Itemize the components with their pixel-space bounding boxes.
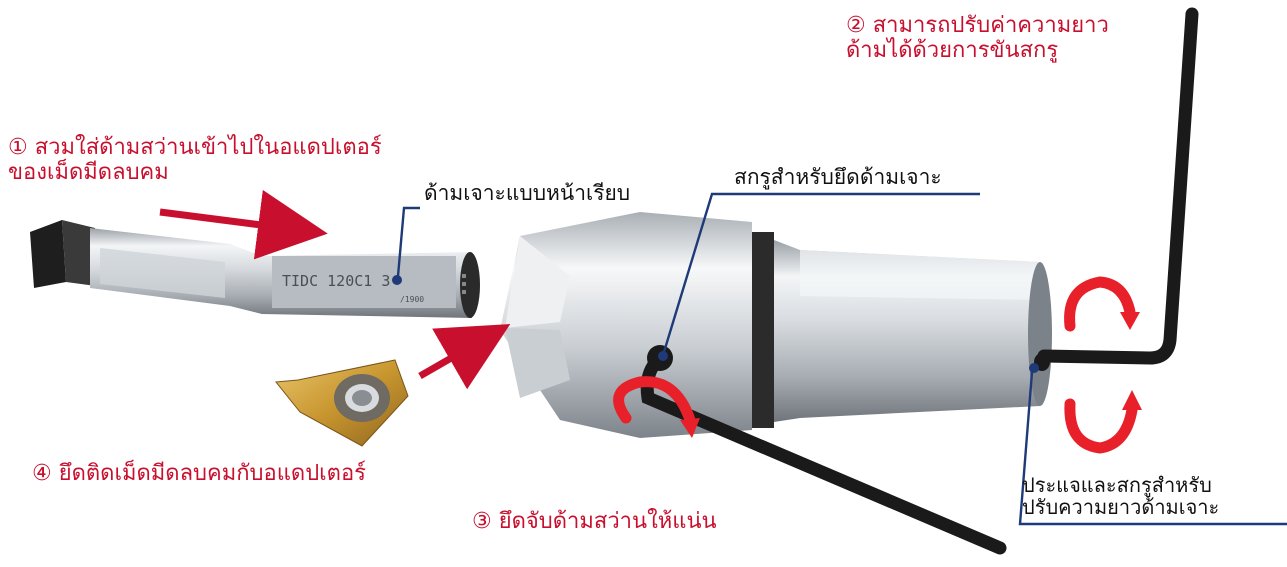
shank-submarking: /1900: [400, 295, 424, 304]
adapter-ring: [752, 232, 774, 428]
step1-line2: ของเม็ดมีดลบคม: [8, 159, 169, 185]
drill-tip-insert: [30, 220, 66, 288]
wrench-line2: ปรับความยาวด้ามเจาะ: [1022, 495, 1220, 520]
insert-mount-arrow-icon: [418, 324, 511, 390]
flat-shank-text: ด้ามเจาะแบบหน้าเรียบ: [424, 181, 631, 205]
step1-line1: ① สวมใส่ด้ามสว่านเข้าไปในอแดปเตอร์: [8, 135, 382, 160]
callout-leaders: [392, 192, 1287, 526]
insertion-arrow-icon: [159, 189, 328, 260]
clamp-screw-callout: สกรูสำหรับยึดด้ามเจาะ: [734, 165, 942, 190]
step4-label: ④ ยึดติดเม็ดมีดลบคมกับอแดปเตอร์: [32, 461, 366, 487]
wrench-callout: ประแจและสกรูสำหรับ ปรับความยาวด้ามเจาะ: [1022, 474, 1219, 519]
flat-shank-callout: ด้ามเจาะแบบหน้าเรียบ: [424, 181, 631, 206]
step2-line2: ด้ามได้ด้วยการขันสกรู: [846, 37, 1059, 63]
adapter-body: [500, 212, 1052, 438]
step2-line1: ② สามารถปรับค่าความยาว: [846, 13, 1109, 38]
chamfer-insert: [275, 359, 409, 447]
step3-text: ③ ยึดจับด้ามสว่านให้แน่น: [472, 509, 717, 534]
drill-shank: TIDC 120C1 3 /1900: [30, 220, 480, 318]
wrench-line1: ประแจและสกรูสำหรับ: [1022, 473, 1212, 497]
hex-key-long: [1037, 7, 1199, 365]
clamp-screw-text: สกรูสำหรับยึดด้ามเจาะ: [734, 165, 942, 189]
rotate-arrow-icon: [613, 276, 1138, 454]
step2-label: ② สามารถปรับค่าความยาว ด้ามได้ด้วยการขัน…: [846, 13, 1109, 63]
step3-label: ③ ยึดจับด้ามสว่านให้แน่น: [472, 509, 717, 535]
shank-marking: TIDC 120C1 3: [282, 272, 390, 290]
shank-flat-face: [272, 256, 456, 308]
step1-label: ① สวมใส่ด้ามสว่านเข้าไปในอแดปเตอร์ ของเม…: [8, 135, 382, 185]
step4-text: ④ ยึดติดเม็ดมีดลบคมกับอแดปเตอร์: [32, 461, 366, 486]
